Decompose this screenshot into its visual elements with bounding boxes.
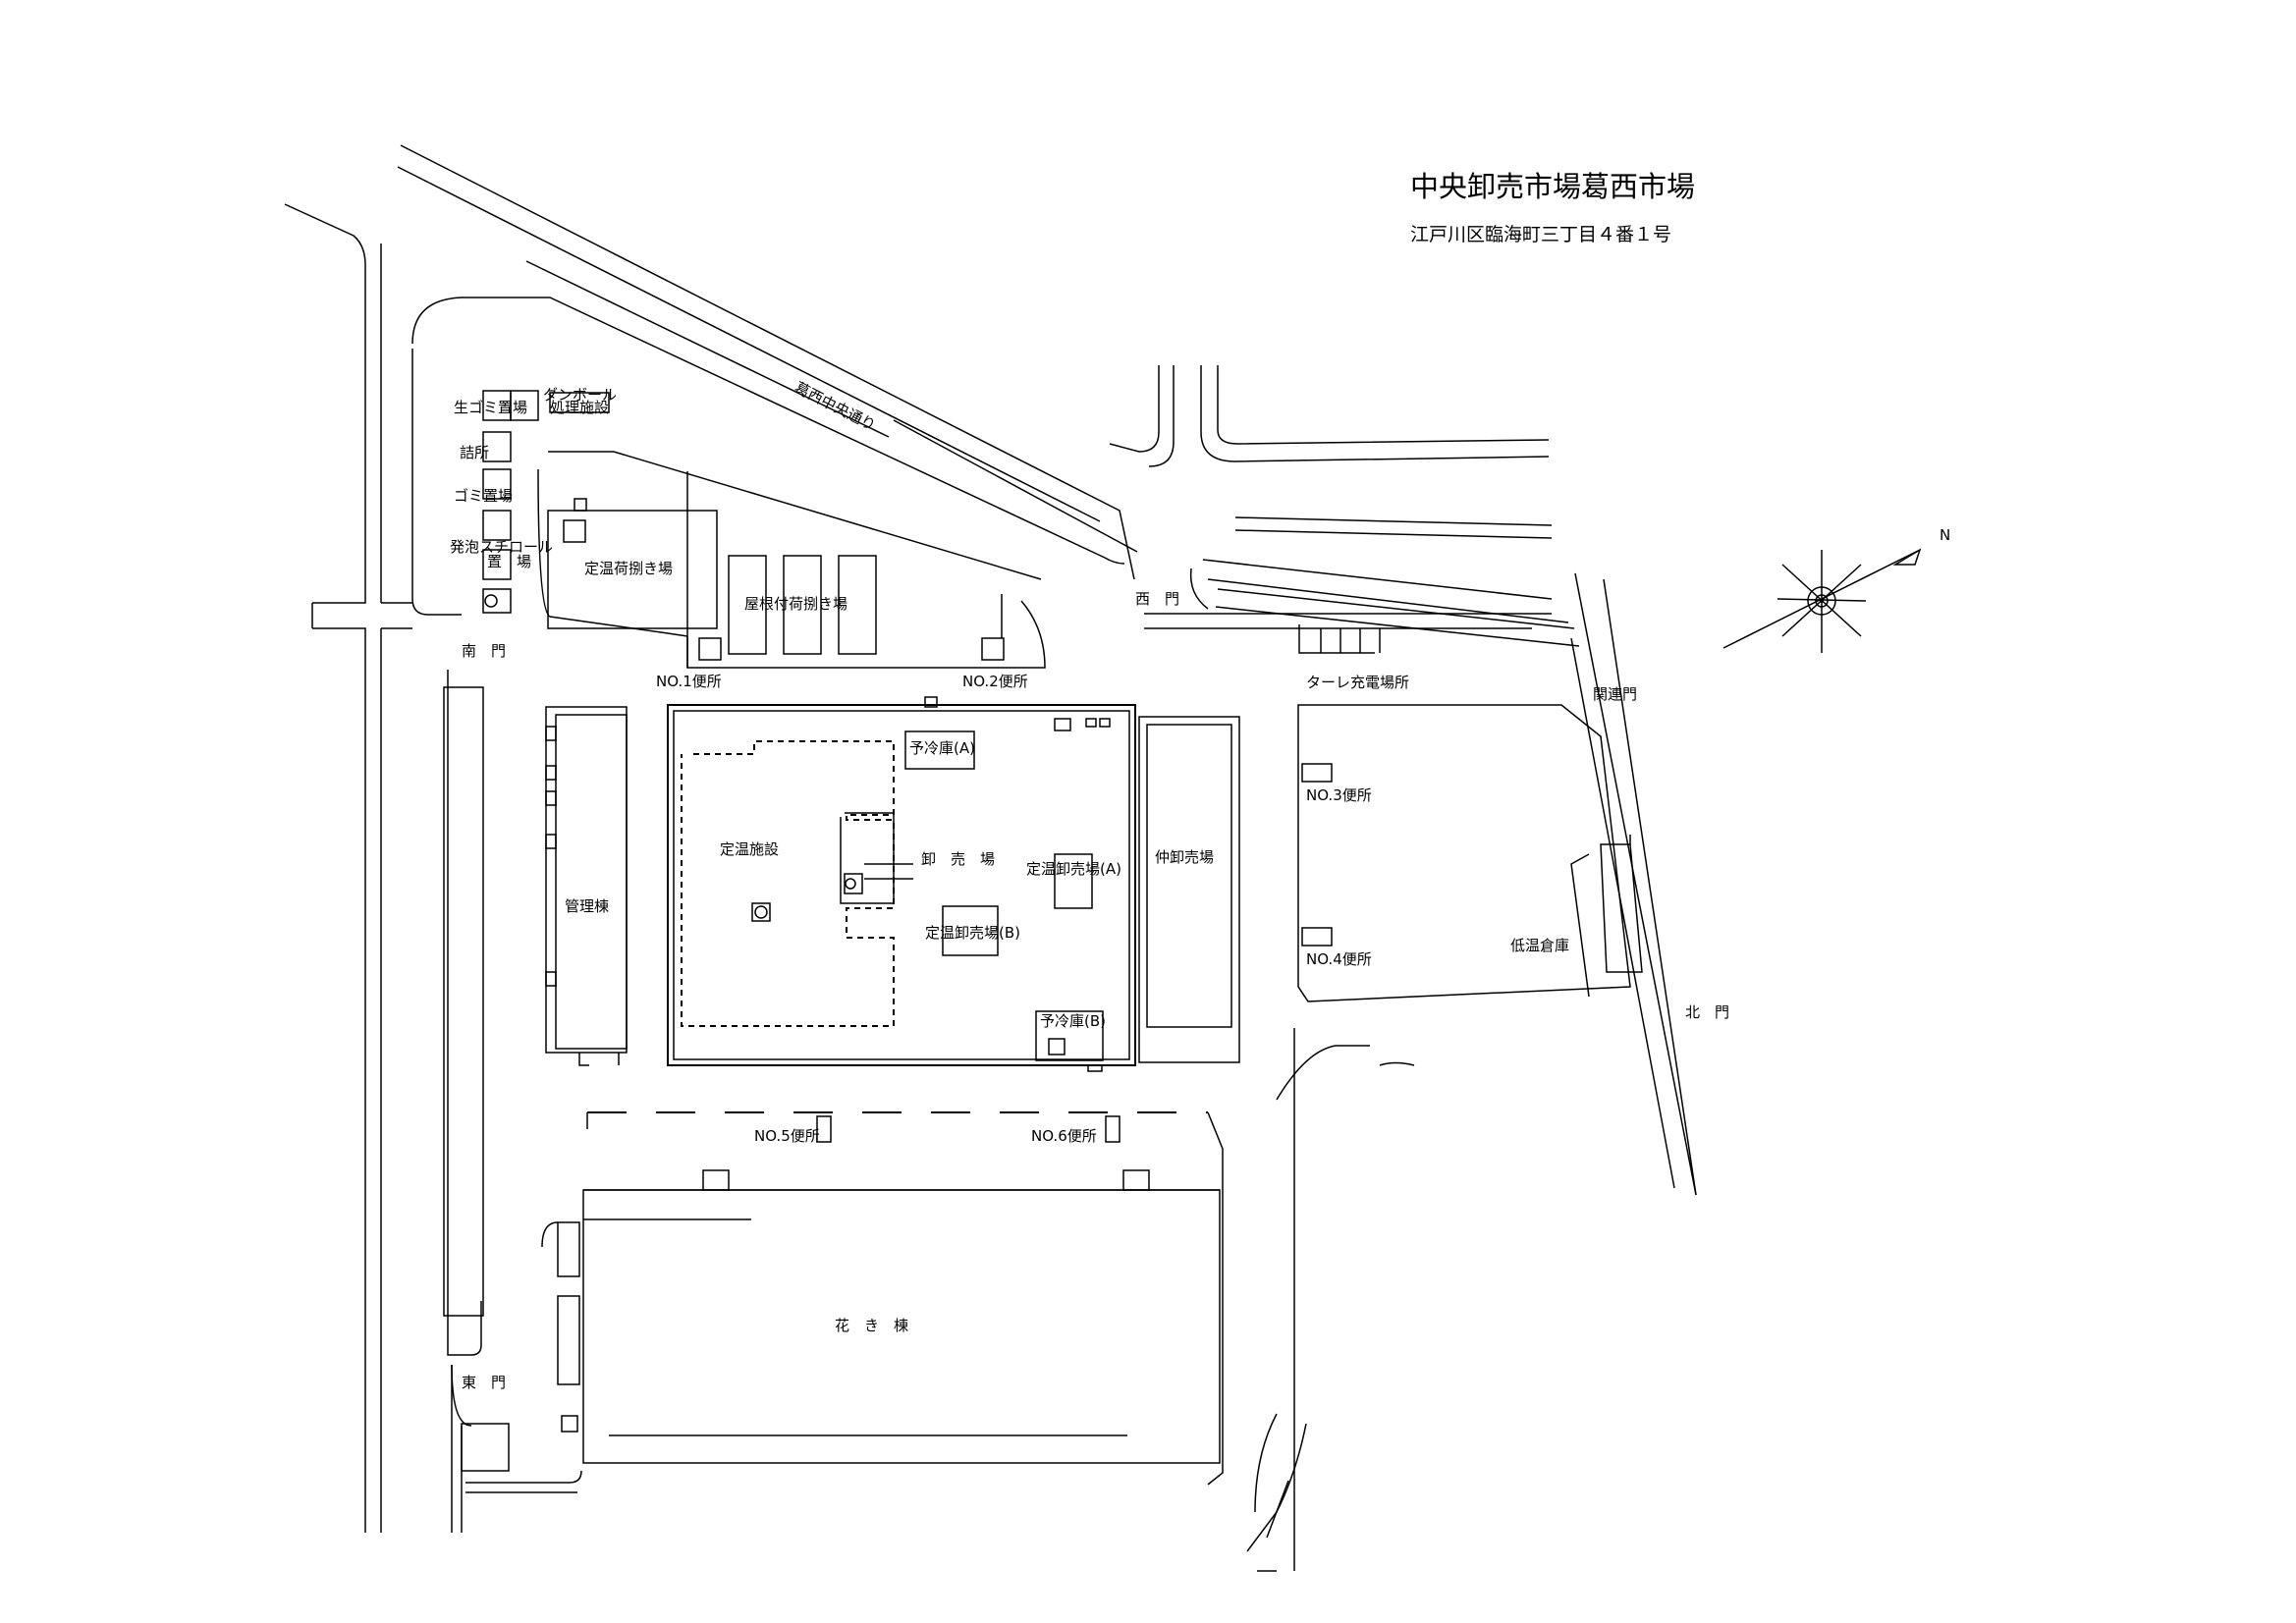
label-no4: NO.4便所 bbox=[1306, 950, 1372, 968]
label-teion-oroshi-a: 定温卸売場(A) bbox=[1026, 860, 1121, 878]
label-kaki: 花 き 棟 bbox=[835, 1317, 908, 1334]
gate-west: 西 門 bbox=[1135, 590, 1179, 608]
label-danboru-1: ダンボール bbox=[543, 386, 617, 404]
utility-buildings bbox=[482, 390, 610, 614]
gate-kanren: 関連門 bbox=[1593, 685, 1637, 703]
label-teion-soko: 低温倉庫 bbox=[1510, 937, 1569, 954]
label-no2: NO.2便所 bbox=[962, 673, 1028, 690]
label-teion-niari: 定温荷捌き場 bbox=[584, 560, 673, 577]
left-road bbox=[284, 203, 412, 1533]
label-no5: NO.5便所 bbox=[754, 1127, 820, 1145]
label-yane-niari: 屋根付荷捌き場 bbox=[744, 595, 847, 613]
label-happo-2: 置 場 bbox=[487, 553, 531, 570]
gate-east: 東 門 bbox=[462, 1374, 506, 1391]
label-kanri: 管理棟 bbox=[565, 897, 609, 915]
north-label: N bbox=[1940, 526, 1950, 544]
teion-soko-block bbox=[1297, 704, 1643, 1002]
label-teion-oroshi-b: 定温卸売場(B) bbox=[925, 924, 1020, 942]
kanri-building bbox=[545, 706, 628, 1066]
map-title: 中央卸売市場葛西市場 bbox=[1410, 170, 1695, 203]
gate-north: 北 門 bbox=[1685, 1003, 1729, 1021]
oroshiuri-block bbox=[667, 696, 1240, 1072]
label-gomi: ゴミ置場 bbox=[454, 487, 513, 505]
east-boundary-road bbox=[1570, 572, 1697, 1196]
teion-niari-block bbox=[537, 451, 1046, 669]
label-nakaoroshi: 仲卸売場 bbox=[1155, 848, 1214, 866]
label-no6: NO.6便所 bbox=[1031, 1127, 1097, 1145]
kasai-chuo-road bbox=[397, 144, 1580, 647]
label-tsumesho: 詰所 bbox=[460, 444, 489, 461]
gate-south: 南 門 bbox=[462, 642, 506, 660]
label-no1: NO.1便所 bbox=[656, 673, 722, 690]
site-outer-boundary bbox=[1144, 613, 1552, 1572]
north-arrow-icon bbox=[1722, 548, 1922, 653]
label-yoreiko-a: 予冷庫(A) bbox=[909, 739, 975, 757]
kaki-block bbox=[541, 1111, 1224, 1486]
map-address: 江戸川区臨海町三丁目４番１号 bbox=[1410, 224, 1671, 245]
label-no3: NO.3便所 bbox=[1306, 786, 1372, 804]
label-tare: ターレ充電場所 bbox=[1306, 674, 1409, 691]
tare-charge-area bbox=[1298, 624, 1381, 654]
label-yoreiko-b: 予冷庫(B) bbox=[1040, 1012, 1106, 1030]
label-danboru-2: 処理施設 bbox=[550, 399, 609, 416]
label-nama-gomi: 生ゴミ置場 bbox=[454, 399, 527, 416]
north-branch-road bbox=[1109, 365, 1553, 539]
label-oroshiuri: 卸 売 場 bbox=[921, 850, 995, 868]
inner-west-road bbox=[411, 297, 1125, 1533]
label-happo-1: 発泡スチロール bbox=[450, 538, 553, 556]
label-teion-shisetsu: 定温施設 bbox=[720, 840, 779, 858]
